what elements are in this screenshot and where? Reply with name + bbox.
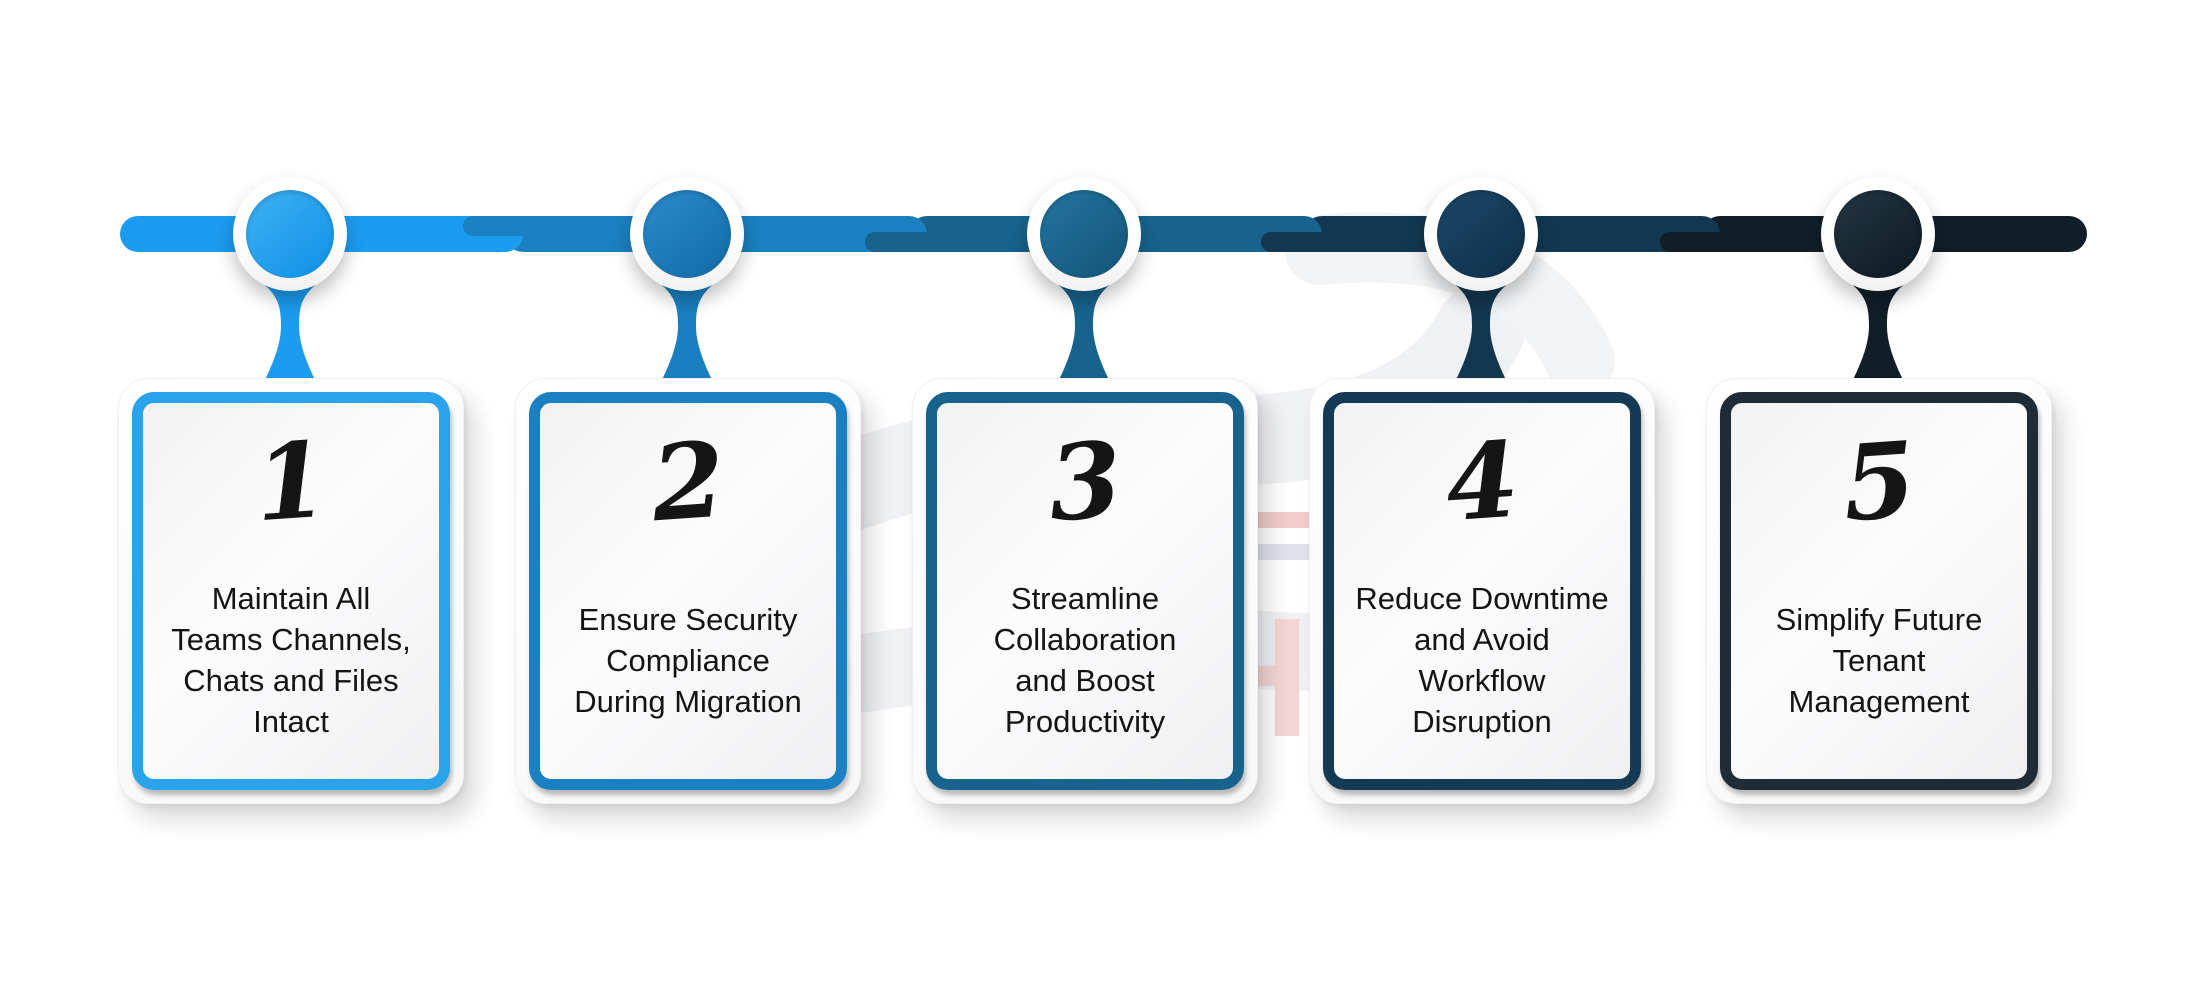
timeline-node-circle [1821,177,1935,291]
timeline-step-2: 2 Ensure Security Compliance During Migr… [515,0,861,1000]
timeline-step-3: 3 Streamline Collaboration and Boost Pro… [912,0,1258,1000]
timeline-step-pill-2 [865,232,1003,252]
timeline-node-fill [1834,190,1922,278]
timeline-node-fill [643,190,731,278]
step-label: Simplify Future Tenant Management [1775,601,1983,719]
step-number: 3 [1044,417,1126,545]
drip-connector-icon [1847,282,1909,392]
step-label: Maintain All Teams Channels, Chats and F… [171,581,411,739]
step-card: 2 Ensure Security Compliance During Migr… [515,378,861,804]
timeline-node-fill [1437,190,1525,278]
timeline-node-fill [1040,190,1128,278]
step-label: Ensure Security Compliance During Migrat… [574,601,802,719]
step-card-border [132,392,450,790]
step-card: 4 Reduce Downtime and Avoid Workflow Dis… [1309,378,1655,804]
timeline-node-circle [1027,177,1141,291]
step-card: 1 Maintain All Teams Channels, Chats and… [118,378,464,804]
timeline-step-pill-1 [463,216,601,236]
timeline-node-circle [233,177,347,291]
step-number: 4 [1441,417,1523,545]
timeline-step-5: 5 Simplify Future Tenant Management [1706,0,2052,1000]
step-card: 5 Simplify Future Tenant Management [1706,378,2052,804]
step-number: 5 [1838,417,1920,545]
timeline-step-pill-3 [1261,232,1399,252]
timeline-node-circle [1424,177,1538,291]
timeline-step-1: 1 Maintain All Teams Channels, Chats and… [118,0,464,1000]
step-label: Reduce Downtime and Avoid Workflow Disru… [1355,581,1609,739]
timeline-step-4: 4 Reduce Downtime and Avoid Workflow Dis… [1309,0,1655,1000]
timeline-node-fill [246,190,334,278]
drip-connector-icon [259,282,321,392]
timeline-node-circle [630,177,744,291]
timeline-step-pill-4 [1660,232,1798,252]
step-number: 1 [250,417,332,545]
step-number: 2 [647,417,729,545]
step-card-border [1720,392,2038,790]
step-label: Streamline Collaboration and Boost Produ… [993,581,1177,739]
step-card: 3 Streamline Collaboration and Boost Pro… [912,378,1258,804]
